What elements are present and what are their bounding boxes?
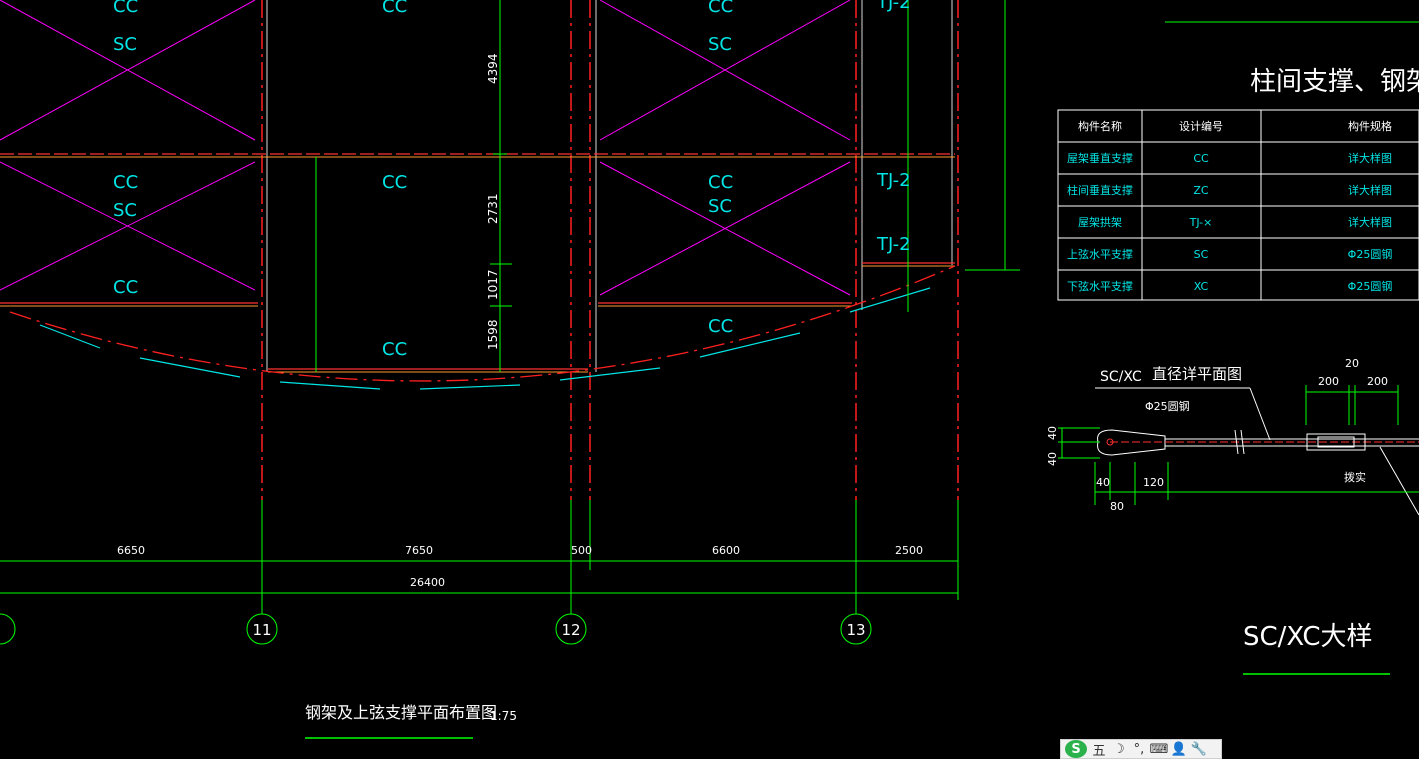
ime-mode-button[interactable]: 五 [1092,743,1106,759]
dim-1017: 1017 [486,269,500,300]
dim-500: 500 [571,544,592,557]
rod-detail: SC/XC 直径详平面图 Φ25圆钢 [1046,357,1419,675]
detail-rod-label: Φ25圆钢 [1145,400,1190,413]
axis-bubbles [0,600,872,645]
axis-label-11: 11 [252,621,271,639]
column-axes [261,0,959,500]
dim-1598: 1598 [486,319,500,350]
cross-braces [0,0,851,296]
column-edges [266,0,953,372]
axis-bubble-labels: 11 12 13 [252,621,865,639]
detail-title-code: SC/XC [1100,369,1142,385]
plan-title: 钢架及上弦支撑平面布置图 [305,703,497,722]
ime-user-icon[interactable]: 👤 [1170,741,1188,757]
table-cell: 详大样图 [1348,183,1392,197]
table-cell: 屋架拱架 [1078,215,1122,229]
table-cell: 详大样图 [1348,151,1392,165]
vertical-dim-lines [315,0,1020,372]
label-bay1-top-cc: CC [113,0,138,17]
dim-2500: 2500 [895,544,923,557]
dim-2731: 2731 [486,193,500,224]
table-title: 柱间支撑、钢架支撑构件 [1250,67,1419,97]
label-bay1-bottom-cc: CC [113,277,138,298]
table-text: 构件名称 设计编号 构件规格 屋架垂直支撑 CC 详大样图 柱间垂直支撑 ZC … [1067,119,1392,293]
label-bay2-top-cc: CC [382,0,407,17]
table-cell: 屋架垂直支撑 [1067,151,1133,165]
brace-labels: CC SC CC SC CC CC CC CC CC SC CC SC CC T… [113,0,911,360]
detail-dim-80: 80 [1110,500,1124,513]
table-header-spec: 构件规格 [1348,119,1392,133]
table-cell: SC [1194,248,1209,261]
detail-note: 拨实 [1344,470,1366,484]
table-cell: 下弦水平支撑 [1067,279,1133,293]
detail-big-title: SC/XC大样 [1243,622,1373,652]
ime-toolbar[interactable]: S 五 ☽ °, ⌨ 👤 🔧 [1060,739,1222,759]
detail-dim-40a: 40 [1046,426,1059,440]
ime-moon-icon[interactable]: ☽ [1113,741,1125,757]
table-header-name: 构件名称 [1078,119,1122,133]
dim-4394: 4394 [486,53,500,84]
label-tj-top: TJ-2 [876,0,911,13]
label-bay3-top-cc: CC [708,0,733,17]
table-cell: XC [1194,280,1209,293]
detail-dim-40c: 40 [1096,476,1110,489]
label-bay2-mid-cc: CC [382,172,407,193]
label-tj-mid: TJ-2 [876,170,911,191]
table-header-code: 设计编号 [1179,119,1223,133]
table-cell: 柱间垂直支撑 [1067,183,1133,197]
dim-7650: 7650 [405,544,433,557]
dim-26400: 26400 [410,576,445,589]
dim-6650: 6650 [117,544,145,557]
label-bay3-mid-cc: CC [708,172,733,193]
detail-dim-40b: 40 [1046,452,1059,466]
axis-bubble-13 [840,613,872,645]
detail-title-text: 直径详平面图 [1152,365,1242,383]
detail-dim-200a: 200 [1318,375,1339,388]
turnbuckle [1306,433,1366,451]
plan-scale: 1:75 [490,709,517,723]
ime-wrench-icon[interactable]: 🔧 [1190,741,1208,757]
ime-keyboard-icon[interactable]: ⌨ [1149,741,1169,757]
detail-dim-120: 120 [1143,476,1164,489]
label-tj-low: TJ-2 [876,234,911,255]
detail-dim-200b: 200 [1367,375,1388,388]
table-cell: Φ25圆钢 [1348,248,1393,261]
component-table [1057,109,1419,301]
horizontal-dim-texts: 6650 7650 500 6600 2500 26400 [117,544,923,589]
table-cell: 详大样图 [1348,215,1392,229]
axis-label-12: 12 [561,621,580,639]
dim-6600: 6600 [712,544,740,557]
beams [0,153,955,373]
label-bay3-mid-sc: SC [708,196,732,217]
ime-logo-icon[interactable]: S [1065,740,1087,758]
label-bay3-top-sc: SC [708,34,732,55]
table-cell: ZC [1193,184,1209,197]
arc-edges [9,265,956,390]
label-bay3-bottom-cc: CC [708,316,733,337]
axis-bubble-11 [246,613,278,645]
vertical-dim-texts: 4394 2731 1017 1598 [486,53,500,350]
axis-label-13: 13 [846,621,865,639]
label-bay1-top-sc: SC [113,34,137,55]
table-cell: TJ-× [1189,216,1213,229]
label-bay2-bottom-cc: CC [382,339,407,360]
detail-dim-20: 20 [1345,357,1359,370]
label-bay1-mid-cc: CC [113,172,138,193]
label-bay1-mid-sc: SC [113,200,137,221]
horizontal-dimensions [0,500,959,600]
ime-punctuation-icon[interactable]: °, [1133,741,1145,757]
table-cell: Φ25圆钢 [1348,280,1393,293]
axis-bubble-12 [555,613,587,645]
table-cell: 上弦水平支撑 [1067,247,1133,261]
table-cell: CC [1193,152,1209,165]
